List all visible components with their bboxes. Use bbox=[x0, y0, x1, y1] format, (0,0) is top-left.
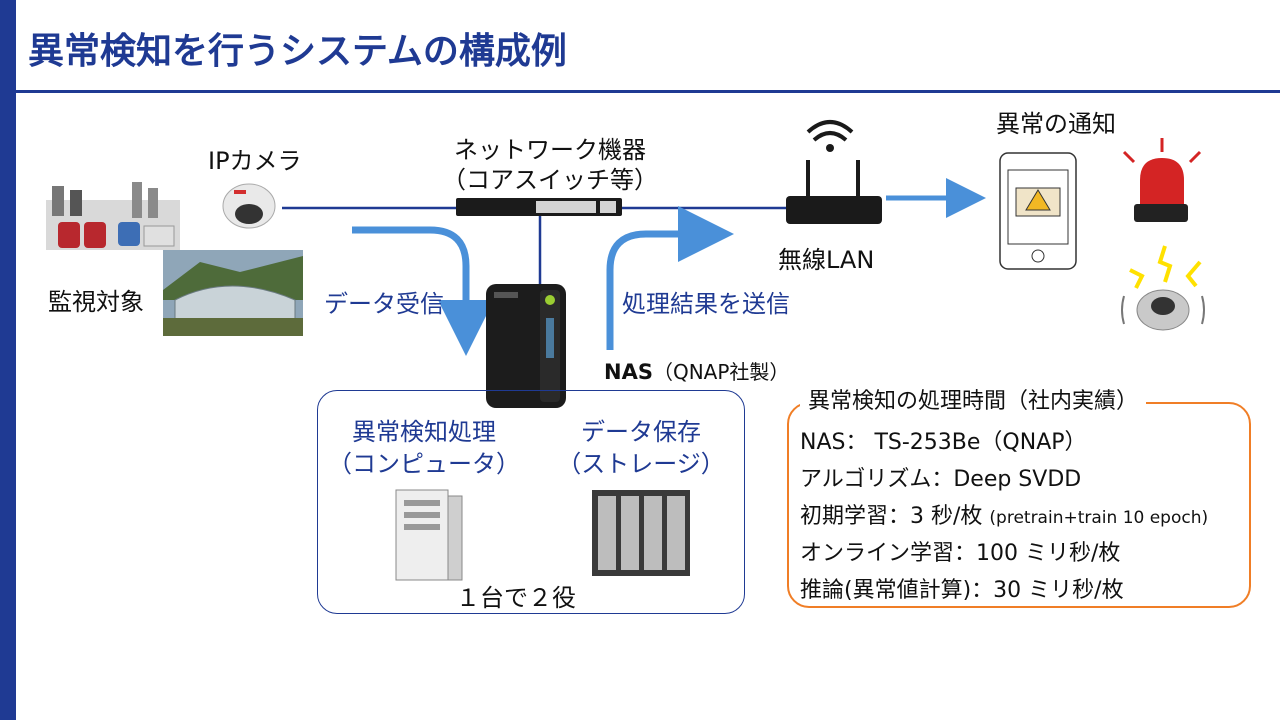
red-alarm-light-icon bbox=[1122, 138, 1202, 222]
left-accent-bar bbox=[0, 0, 16, 720]
greenhouse-photo bbox=[163, 250, 303, 336]
smartphone-icon bbox=[999, 152, 1077, 270]
network-device-label: ネットワーク機器 bbox=[454, 136, 646, 164]
anomaly-processing-label: 異常検知処理 bbox=[352, 418, 496, 446]
network-switch-icon bbox=[456, 198, 622, 216]
title-divider bbox=[16, 90, 1280, 93]
info-line-online-training: オンライン学習：100 ミリ秒/枚 bbox=[800, 541, 1121, 566]
notification-label: 異常の通知 bbox=[996, 110, 1116, 138]
info-line-inference: 推論(異常値計算)：30 ミリ秒/枚 bbox=[800, 578, 1124, 603]
storage-drives-icon bbox=[592, 490, 690, 576]
info-line: アルゴリズム：Deep SVDD bbox=[800, 461, 1081, 493]
one-unit-two-roles-label: １台で２役 bbox=[456, 584, 576, 612]
nas-label-maker: （QNAP社製） bbox=[652, 360, 790, 384]
info-line: オンライン学習：100 ミリ秒/枚 bbox=[800, 535, 1120, 567]
send-result-arrow bbox=[606, 206, 734, 350]
info-line-nas: NAS： TS-253Be（QNAP） bbox=[800, 430, 1087, 455]
data-storage-label: データ保存 bbox=[581, 418, 701, 446]
network-device-sublabel: （コアスイッチ等） bbox=[442, 166, 658, 194]
receive-data-arrow bbox=[352, 226, 494, 356]
info-line-algorithm: アルゴリズム：Deep SVDD bbox=[800, 467, 1082, 492]
siren-speaker-icon bbox=[1121, 245, 1205, 331]
computer-label: （コンピュータ） bbox=[328, 450, 520, 478]
info-line-initial-training: 初期学習：3 秒/枚 bbox=[800, 504, 990, 529]
factory-icon bbox=[46, 182, 180, 250]
processing-time-title: 異常検知の処理時間（社内実績） bbox=[800, 383, 1147, 415]
info-line: 初期学習：3 秒/枚 (pretrain+train 10 epoch) bbox=[800, 498, 1208, 530]
nas-label: NAS（QNAP社製） bbox=[604, 356, 789, 385]
wireless-router-icon bbox=[786, 120, 882, 224]
nas-device-icon bbox=[486, 284, 566, 408]
ip-camera-label: IPカメラ bbox=[208, 147, 302, 175]
receive-data-label: データ受信 bbox=[324, 290, 444, 318]
send-result-label: 処理結果を送信 bbox=[622, 290, 790, 318]
slide-title: 異常検知を行うシステムの構成例 bbox=[28, 31, 567, 72]
nas-roles-box bbox=[317, 390, 745, 614]
info-line: NAS： TS-253Be（QNAP） bbox=[800, 424, 1087, 456]
info-line-initial-training-note: (pretrain+train 10 epoch) bbox=[989, 508, 1209, 528]
monitor-target-label: 監視対象 bbox=[48, 288, 144, 316]
nas-label-bold: NAS bbox=[604, 360, 653, 384]
storage-label: （ストレージ） bbox=[557, 450, 725, 478]
info-line: 推論(異常値計算)：30 ミリ秒/枚 bbox=[800, 572, 1124, 604]
wireless-lan-label: 無線LAN bbox=[778, 246, 875, 274]
dome-camera-icon bbox=[222, 183, 276, 229]
pc-tower-icon bbox=[395, 489, 463, 581]
